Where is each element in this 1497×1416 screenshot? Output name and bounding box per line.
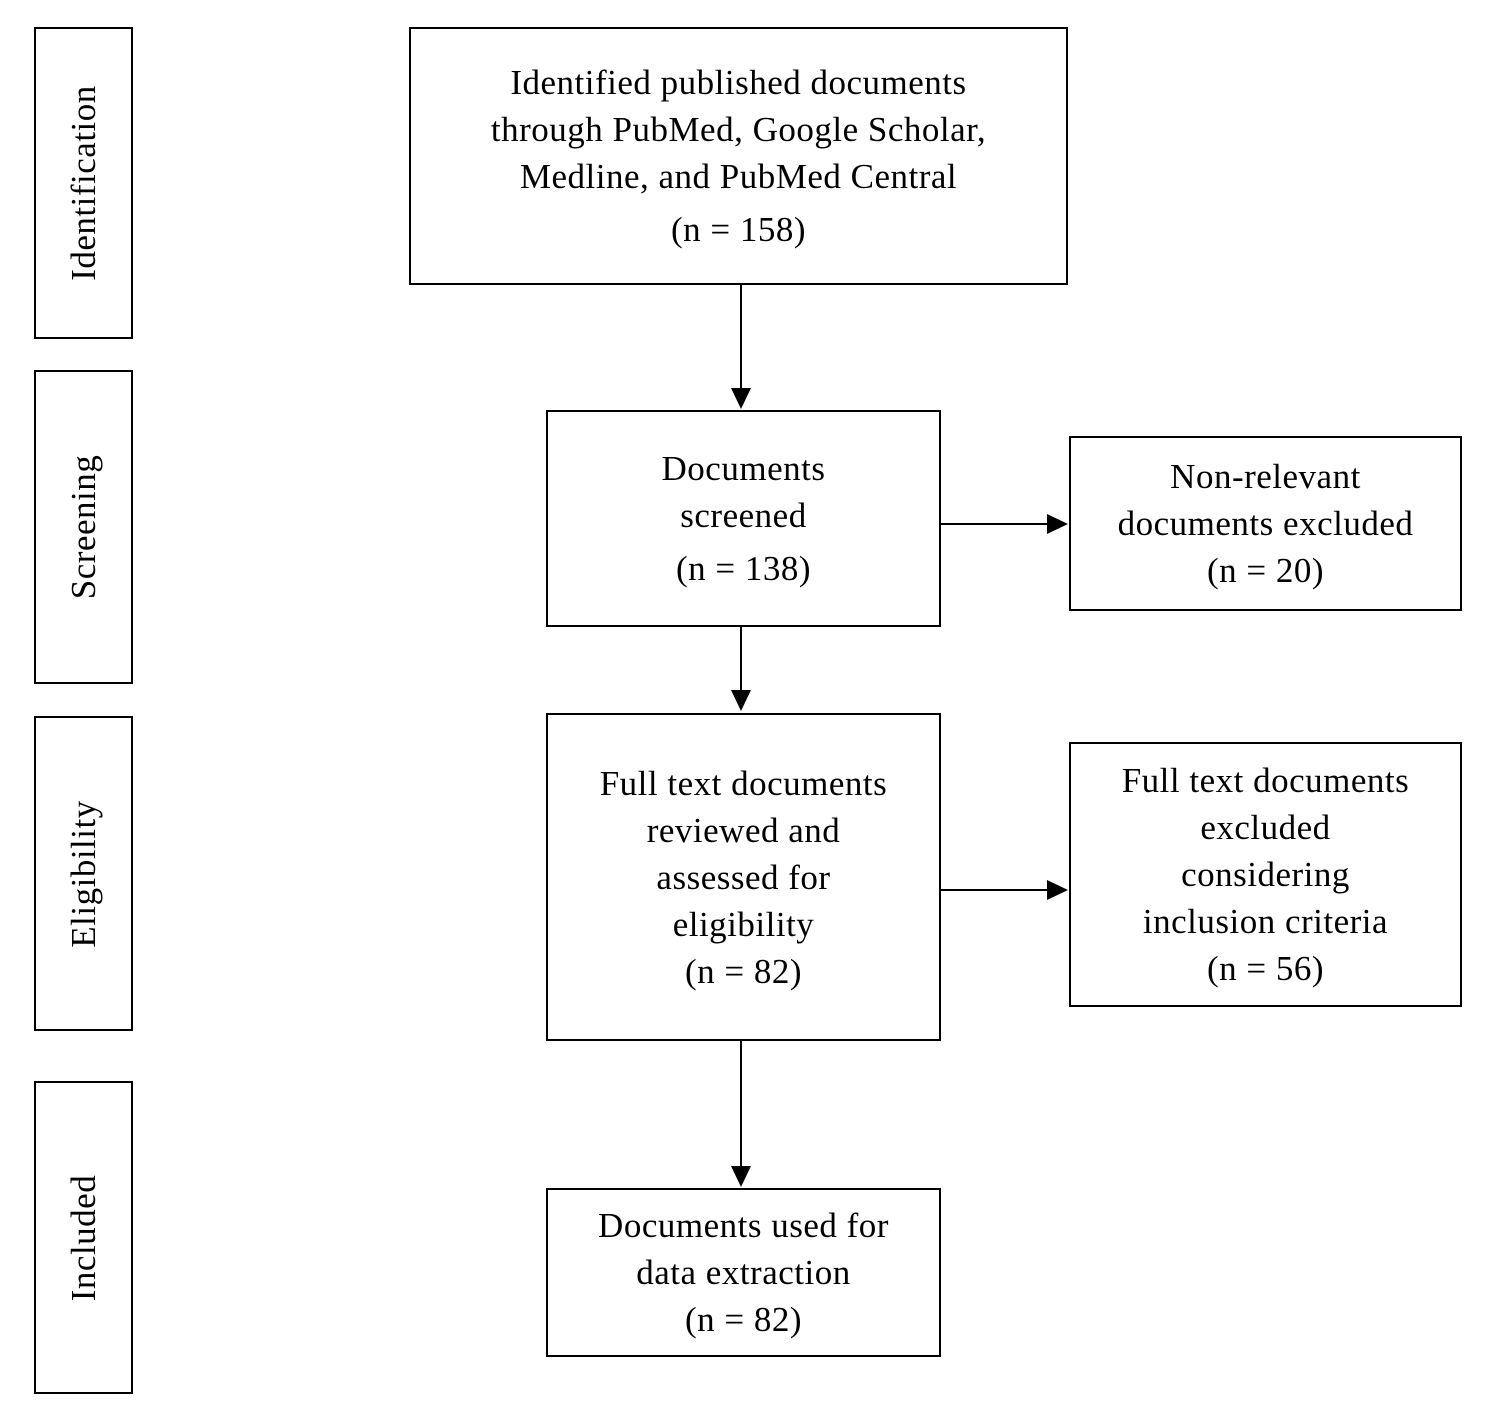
box-included-count: (n = 82) (684, 1300, 803, 1339)
box-included-line-1: Documents used for (598, 1206, 889, 1245)
box-full-text-count: (n = 82) (684, 951, 803, 991)
arrowhead-screened-to-fulltext (731, 690, 751, 711)
stage-included: Included (34, 1081, 133, 1394)
box-non-relevant-excluded: Non-relevant documents excluded (n = 20) (1069, 436, 1462, 611)
box-identified: Identified published documents through P… (409, 27, 1068, 285)
box-full-text-excluded-count: (n = 56) (1206, 949, 1325, 988)
arrowhead-fulltext-to-included (731, 1166, 751, 1187)
box-identified-count: (n = 158) (670, 210, 807, 249)
box-full-text-line-1: Full text documents (599, 763, 888, 803)
box-included: Documents used for data extraction (n = … (546, 1188, 941, 1357)
box-full-text-excluded-line-4: inclusion criteria (1142, 902, 1389, 941)
box-included-line-2: data extraction (636, 1253, 851, 1292)
box-full-text-line-4: eligibility (672, 904, 815, 944)
box-screened-line-1: Documents (661, 449, 826, 488)
box-identified-line-1: Identified published documents (510, 63, 967, 102)
stage-eligibility: Eligibility (34, 716, 133, 1031)
box-identified-line-2: through PubMed, Google Scholar, (490, 110, 987, 149)
arrowhead-identified-to-screened (731, 388, 751, 409)
box-non-relevant-count: (n = 20) (1206, 551, 1325, 590)
box-full-text-line-3: assessed for (656, 857, 831, 897)
box-full-text-excluded-line-3: considering (1181, 855, 1350, 894)
box-screened: Documents screened (n = 138) (546, 410, 941, 627)
arrowhead-fulltext-to-excluded (1047, 880, 1068, 900)
box-full-text-reviewed: Full text documents reviewed and assesse… (546, 713, 941, 1041)
box-screened-count: (n = 138) (675, 549, 812, 588)
box-screened-line-2: screened (680, 496, 807, 535)
box-full-text-excluded-line-2: excluded (1200, 808, 1331, 847)
box-full-text-line-2: reviewed and (646, 810, 841, 850)
stage-identification: Identification (34, 27, 133, 339)
arrowhead-screened-to-nonrelevant (1047, 514, 1068, 534)
box-non-relevant-line-1: Non-relevant (1170, 457, 1361, 496)
stage-screening: Screening (34, 370, 133, 684)
box-non-relevant-line-2: documents excluded (1117, 504, 1414, 543)
box-full-text-excluded-line-1: Full text documents (1121, 761, 1410, 800)
box-full-text-excluded: Full text documents excluded considering… (1069, 742, 1462, 1007)
box-identified-line-3: Medline, and PubMed Central (519, 157, 958, 196)
